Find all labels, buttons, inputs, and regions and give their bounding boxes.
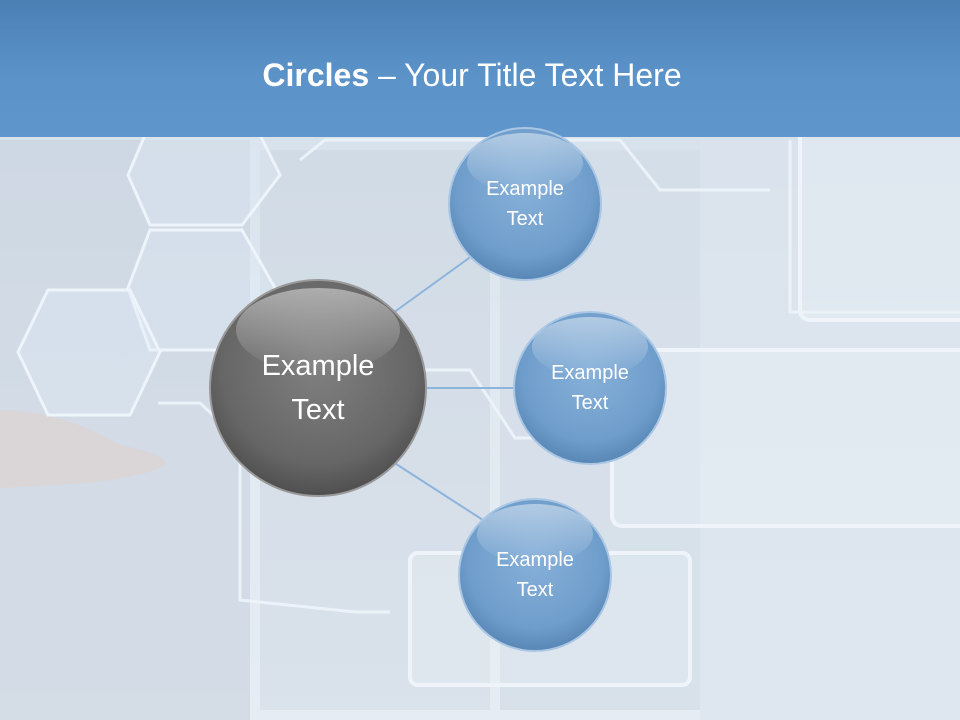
connector-line	[392, 461, 487, 523]
satellite-circle-3	[458, 498, 612, 652]
satellite-label-1: Example Text	[465, 174, 585, 234]
satellite-3-line2: Text	[516, 579, 554, 601]
satellite-circle-gloss	[467, 133, 583, 193]
circuit-line	[299, 138, 770, 192]
slide-title: Circles – Your Title Text Here	[0, 54, 944, 96]
satellite-label-3: Example Text	[475, 545, 595, 605]
center-circle-label: Example Text	[218, 338, 418, 438]
satellite-circle-gloss	[477, 504, 593, 564]
center-circle-gloss	[236, 288, 400, 372]
center-label-line1: Example	[261, 350, 375, 382]
satellite-circle-1	[448, 127, 602, 281]
title-rest: – Your Title Text Here	[369, 57, 682, 93]
satellite-circle-gloss	[532, 317, 648, 377]
satellite-2-line1: Example	[551, 362, 629, 384]
circuit-line	[158, 401, 390, 614]
title-bold: Circles	[262, 57, 370, 93]
hand-shape	[0, 410, 166, 488]
title-bar	[0, 0, 960, 137]
connector-line	[392, 252, 477, 314]
connector-group	[392, 252, 515, 523]
person-silhouette	[0, 140, 250, 720]
satellite-1-line1: Example	[486, 178, 564, 200]
satellite-label-2: Example Text	[530, 358, 650, 418]
satellite-3-line1: Example	[496, 549, 574, 571]
center-circle	[209, 279, 427, 497]
server-rack-shape	[700, 140, 960, 720]
center-label-line2: Text	[291, 394, 345, 426]
hexagon-shape	[16, 288, 162, 417]
satellite-circle-2	[513, 311, 667, 465]
circuit-line	[788, 140, 960, 314]
satellite-1-line2: Text	[506, 208, 544, 230]
satellite-2-line2: Text	[571, 392, 609, 414]
